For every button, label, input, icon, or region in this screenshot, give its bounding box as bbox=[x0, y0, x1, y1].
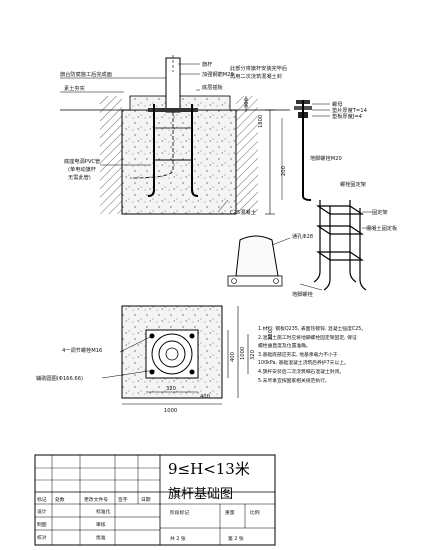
soil-hatch-right bbox=[236, 96, 258, 214]
dim-300: 300 bbox=[244, 98, 250, 108]
label-pvc-1: 底座电源PVC管 bbox=[64, 157, 100, 165]
anchor-bolt-left bbox=[147, 104, 155, 197]
label-washer-2: 垫板厚度J=4 bbox=[332, 112, 363, 120]
label-frame-3: 混凝土固定板 bbox=[366, 224, 398, 232]
label-flag-pole: 旗杆 bbox=[202, 60, 212, 68]
tb-r2-0: 设计 bbox=[37, 508, 47, 515]
note-6: 4.旗杆安装后二次浇筑细石混凝土封闭。 bbox=[258, 368, 344, 375]
label-plan-ring: 辅助圆圈(Φ166.66) bbox=[36, 374, 83, 382]
dim-200: 200 bbox=[281, 166, 287, 176]
note-5: 100kPa, 基础混凝土浇筑后养护7天以上。 bbox=[258, 359, 349, 366]
label-washer-1: 垫片厚度T=14 bbox=[332, 106, 368, 114]
label-pvc-2: (单电动旗杆 bbox=[68, 165, 96, 173]
concrete-footing bbox=[121, 109, 237, 215]
plan-view bbox=[101, 305, 249, 405]
label-rebar: 加强钢筋M20 bbox=[202, 70, 234, 78]
labels: 旗杆 旗台防腐施工后完成面 加强钢筋M20 此部分将旗杆安装完毕后 再用二次浇筑… bbox=[36, 60, 398, 414]
tb-r4-2: 批准 bbox=[96, 534, 106, 541]
bolt-detail bbox=[281, 100, 330, 201]
tb-stage-2: 比例 bbox=[250, 509, 260, 516]
tb-r1-1: 处数 bbox=[55, 496, 65, 503]
label-plan-bolts: 4一调节螺栓M16 bbox=[62, 346, 102, 354]
note-4: 3.基础底部应夯实, 地基承载力不小于 bbox=[258, 351, 338, 358]
dim-320-v: 320 bbox=[250, 350, 256, 360]
note-3: 螺栓垂直度及位置准确。 bbox=[258, 342, 311, 349]
dim-1800: 1800 bbox=[258, 115, 264, 128]
dim-1000-v: 1000 bbox=[240, 347, 246, 360]
note-7: 5.未尽事宜按国家相关规范执行。 bbox=[258, 377, 330, 384]
label-frame-2: 固定架 bbox=[372, 208, 388, 216]
label-pole-finish: 旗台防腐施工后完成面 bbox=[60, 70, 112, 78]
anchor-bolt-detail bbox=[302, 100, 312, 201]
elevation-section bbox=[60, 55, 290, 215]
notes: 1.材料: 钢板Q235, 表面热镀锌, 混凝土强度C25。 2.混凝土施工时应… bbox=[258, 325, 366, 384]
tb-r1-3: 签字 bbox=[118, 496, 128, 503]
note-2: 2.混凝土施工时应将地脚螺栓固定架固定, 保证 bbox=[258, 334, 357, 341]
dim-320: 320 bbox=[166, 386, 176, 392]
dim-400b: 400 bbox=[200, 394, 210, 400]
tb-r1-2: 更改文件号 bbox=[84, 496, 108, 503]
tb-r3-0: 制图 bbox=[37, 521, 47, 528]
base-plate bbox=[148, 108, 198, 112]
label-seal-2: 再用二次浇筑混凝土封 bbox=[230, 72, 282, 80]
tb-r1-4: 日期 bbox=[141, 497, 151, 503]
title-range: 9≤H<13米 bbox=[168, 460, 250, 478]
dim-1000-h: 1000 bbox=[164, 408, 177, 414]
anchor-bolt-right bbox=[191, 104, 199, 197]
tb-sheet-0: 共 2 张 bbox=[170, 535, 186, 542]
pole-plinth bbox=[227, 235, 291, 287]
label-seal-1: 此部分将旗杆安装完毕后 bbox=[230, 64, 287, 72]
tb-sheet-1: 第 2 张 bbox=[228, 535, 244, 542]
title-main: 旗杆基础图 bbox=[168, 486, 233, 502]
tb-stage-0: 阶段标记 bbox=[170, 509, 189, 516]
label-hole: 通孔Φ28 bbox=[292, 232, 313, 240]
label-concrete: C25混凝土 bbox=[230, 208, 256, 216]
soil-hatch-left bbox=[100, 96, 122, 214]
label-anchor: 地脚螺栓 bbox=[292, 290, 314, 298]
title-block bbox=[34, 454, 276, 546]
label-nut: 螺母 bbox=[332, 100, 342, 108]
tb-r2-2: 标准化 bbox=[96, 508, 111, 515]
tb-r4-0: 校对 bbox=[37, 534, 47, 541]
title-text: 9≤H<13米 旗杆基础图 标记 处数 更改文件号 签字 日期 设计 标准化 制… bbox=[37, 460, 260, 542]
label-frame-1: 螺栓固定架 bbox=[340, 180, 366, 188]
pvc-pipe bbox=[129, 112, 174, 179]
dim-280: 280 bbox=[268, 330, 274, 340]
tb-stage-1: 重量 bbox=[225, 509, 235, 516]
label-sand: 素土夯实 bbox=[64, 84, 85, 92]
tb-r1-0: 标记 bbox=[37, 496, 47, 503]
label-bolt-m20: 地脚螺栓M20 bbox=[310, 154, 342, 162]
tb-r3-2: 审核 bbox=[96, 521, 106, 528]
bolt-cage bbox=[299, 200, 372, 291]
dim-400: 400 bbox=[230, 352, 236, 362]
label-anchor-nut: 底层插板 bbox=[202, 83, 224, 91]
label-pvc-3: 无需此管) bbox=[68, 173, 91, 181]
note-1: 1.材料: 钢板Q235, 表面热镀锌, 混凝土强度C25。 bbox=[258, 325, 366, 332]
